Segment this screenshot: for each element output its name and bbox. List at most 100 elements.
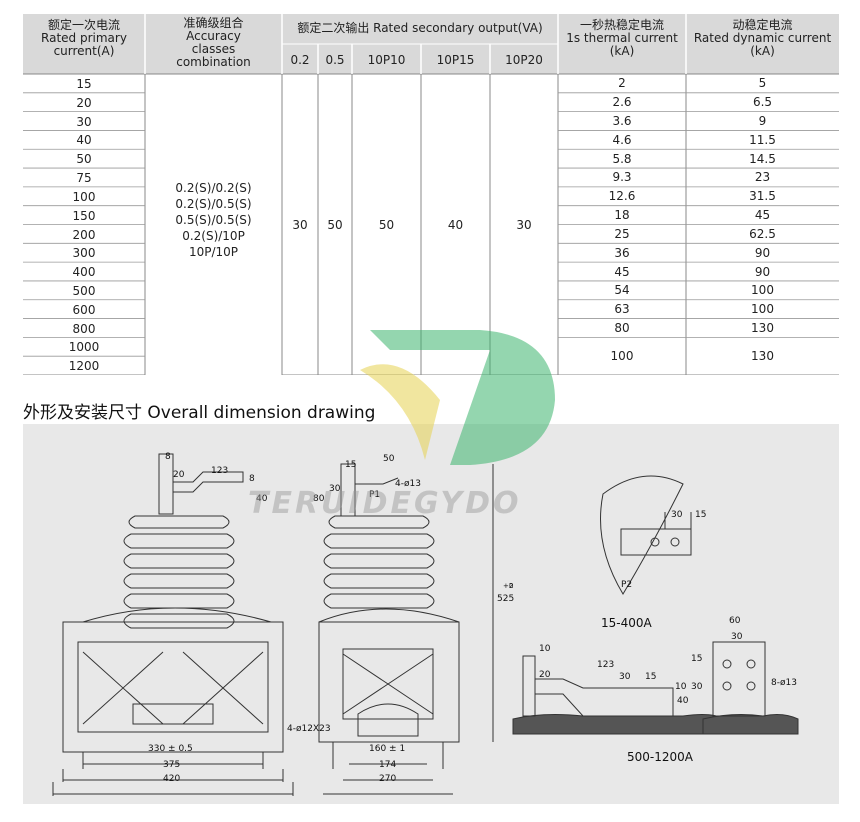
dim-label: 8 [165, 452, 171, 462]
accuracy-combo: 0.2(S)/0.2(S) [175, 181, 252, 195]
dim-label: 80 [313, 494, 325, 504]
dynamic-cell: 31.5 [749, 189, 776, 204]
primary-current-cell: 800 [72, 321, 96, 336]
dim-label: 40 [256, 494, 268, 504]
primary-current-cell: 150 [72, 208, 96, 223]
dynamic-cell: 130 [751, 320, 774, 335]
primary-current-cell: 500 [72, 283, 96, 298]
header-accuracy: 准确级组合 Accuracy classes combination [145, 17, 282, 69]
dim-label: 4-ø13 [395, 479, 421, 489]
header-secondary-output: 额定二次输出 Rated secondary output(VA) [297, 21, 543, 35]
dim-label: 30 [619, 672, 631, 682]
thermal-cell: 2 [618, 76, 626, 91]
header-dynamic-cn: 动稳定电流 [732, 18, 793, 32]
sec-value-3: 40 [447, 218, 464, 232]
primary-current-cell: 200 [72, 227, 96, 242]
header-accuracy-en2: classes [191, 42, 236, 56]
dim-label: P1 [369, 490, 381, 500]
thermal-cell: 36 [614, 245, 630, 260]
dynamic-cell: 11.5 [749, 132, 776, 147]
header-primary-en2: current(A) [53, 44, 115, 58]
header-sec-col-1: 0.5 [325, 53, 345, 67]
dim-label: 420 [163, 774, 181, 784]
header-dynamic: 动稳定电流 Rated dynamic current (kA) [686, 19, 839, 58]
dynamic-cell: 130 [751, 349, 774, 364]
thermal-cell: 100 [610, 349, 634, 364]
dynamic-cell: 23 [754, 170, 771, 185]
header-dynamic-en: Rated dynamic current [693, 31, 832, 45]
dim-label: 15 [695, 510, 707, 520]
thermal-cell: 54 [614, 283, 630, 298]
accuracy-combo: 0.2(S)/0.5(S) [175, 197, 252, 211]
primary-current-cell: 75 [76, 171, 92, 186]
dim-label: 525 [497, 594, 515, 604]
drawing-lines [52, 453, 799, 796]
dim-label: 160 ± 1 [369, 744, 406, 754]
dynamic-cell: 45 [754, 208, 771, 223]
thermal-cell: 80 [614, 320, 630, 335]
dynamic-cell: 14.5 [749, 151, 776, 166]
thermal-cell: 25 [614, 226, 630, 241]
header-thermal-unit: (kA) [609, 44, 635, 58]
header-accuracy-en1: Accuracy [186, 29, 241, 43]
dim-label: 10 [675, 682, 687, 692]
primary-current-cell: 40 [76, 133, 92, 148]
header-thermal-cn: 一秒热稳定电流 [579, 18, 664, 32]
sec-value-2: 50 [378, 218, 395, 232]
dim-label: 4-ø12X23 [287, 724, 331, 734]
thermal-cell: 2.6 [612, 95, 632, 110]
dynamic-cell: 100 [751, 302, 774, 317]
dim-label: 375 [163, 760, 181, 770]
accuracy-combo: 0.2(S)/10P [182, 229, 245, 243]
dim-label: +2 [503, 582, 514, 590]
thermal-cell: 18 [614, 208, 630, 223]
dynamic-cell: 6.5 [752, 95, 773, 110]
header-accuracy-cn: 准确级组合 [183, 16, 244, 30]
dynamic-cell: 62.5 [749, 226, 776, 241]
dynamic-cell: 90 [754, 245, 771, 260]
thermal-cell: 12.6 [608, 189, 636, 204]
thermal-cell: 9.3 [612, 170, 632, 185]
dim-label: 270 [379, 774, 397, 784]
dim-label: P2 [621, 580, 633, 590]
dim-label: 8-ø13 [771, 678, 797, 688]
dim-label: 30 [691, 682, 703, 692]
dim-label: 20 [173, 470, 185, 480]
header-sec-col-0: 0.2 [290, 53, 310, 67]
header-primary-en1: Rated primary [41, 31, 127, 45]
accuracy-combo: 10P/10P [188, 245, 239, 259]
dim-label: 330 ± 0.5 [148, 744, 193, 754]
primary-current-cell: 1000 [68, 340, 100, 355]
dim-label: 15 [691, 654, 703, 664]
thermal-cell: 4.6 [612, 132, 632, 147]
sec-value-1: 50 [327, 218, 343, 232]
dim-label: 174 [379, 760, 397, 770]
dim-label: 10 [539, 644, 551, 654]
primary-current-cell: 600 [72, 302, 96, 317]
primary-current-cell: 15 [76, 77, 92, 91]
dim-label: 30 [671, 510, 683, 520]
watermark-logo [360, 330, 555, 465]
thermal-cell: 5.8 [612, 151, 632, 166]
dim-label: 60 [729, 616, 741, 626]
dim-label: 123 [597, 660, 615, 670]
sec-value-0: 30 [292, 218, 308, 232]
header-dynamic-unit: (kA) [750, 44, 775, 58]
primary-current-cell: 300 [72, 246, 96, 261]
primary-current-cell: 100 [72, 189, 96, 204]
thermal-cell: 3.6 [612, 114, 632, 129]
dim-label: 20 [539, 670, 551, 680]
dynamic-cell: 9 [758, 114, 767, 129]
caption-500-1200a: 500-1200A [627, 750, 693, 764]
primary-current-cell: 400 [72, 265, 96, 280]
dim-label: 40 [677, 696, 689, 706]
dimension-drawing: 8 20 123 8 40 330 ± 0.5 375 420 15 50 30… [23, 424, 839, 804]
header-sec-col-4: 10P20 [505, 53, 543, 67]
primary-current-cell: 30 [76, 114, 92, 129]
dim-label: 15 [645, 672, 657, 682]
accuracy-combos: 0.2(S)/0.2(S) 0.2(S)/0.5(S) 0.5(S)/0.5(S… [145, 180, 282, 260]
dynamic-cell: 5 [758, 76, 767, 91]
section-title: 外形及安装尺寸 Overall dimension drawing [23, 403, 376, 423]
primary-current-cell: 20 [76, 95, 92, 110]
spec-table: 额定一次电流 Rated primary current(A) 准确级组合 Ac… [23, 14, 839, 375]
